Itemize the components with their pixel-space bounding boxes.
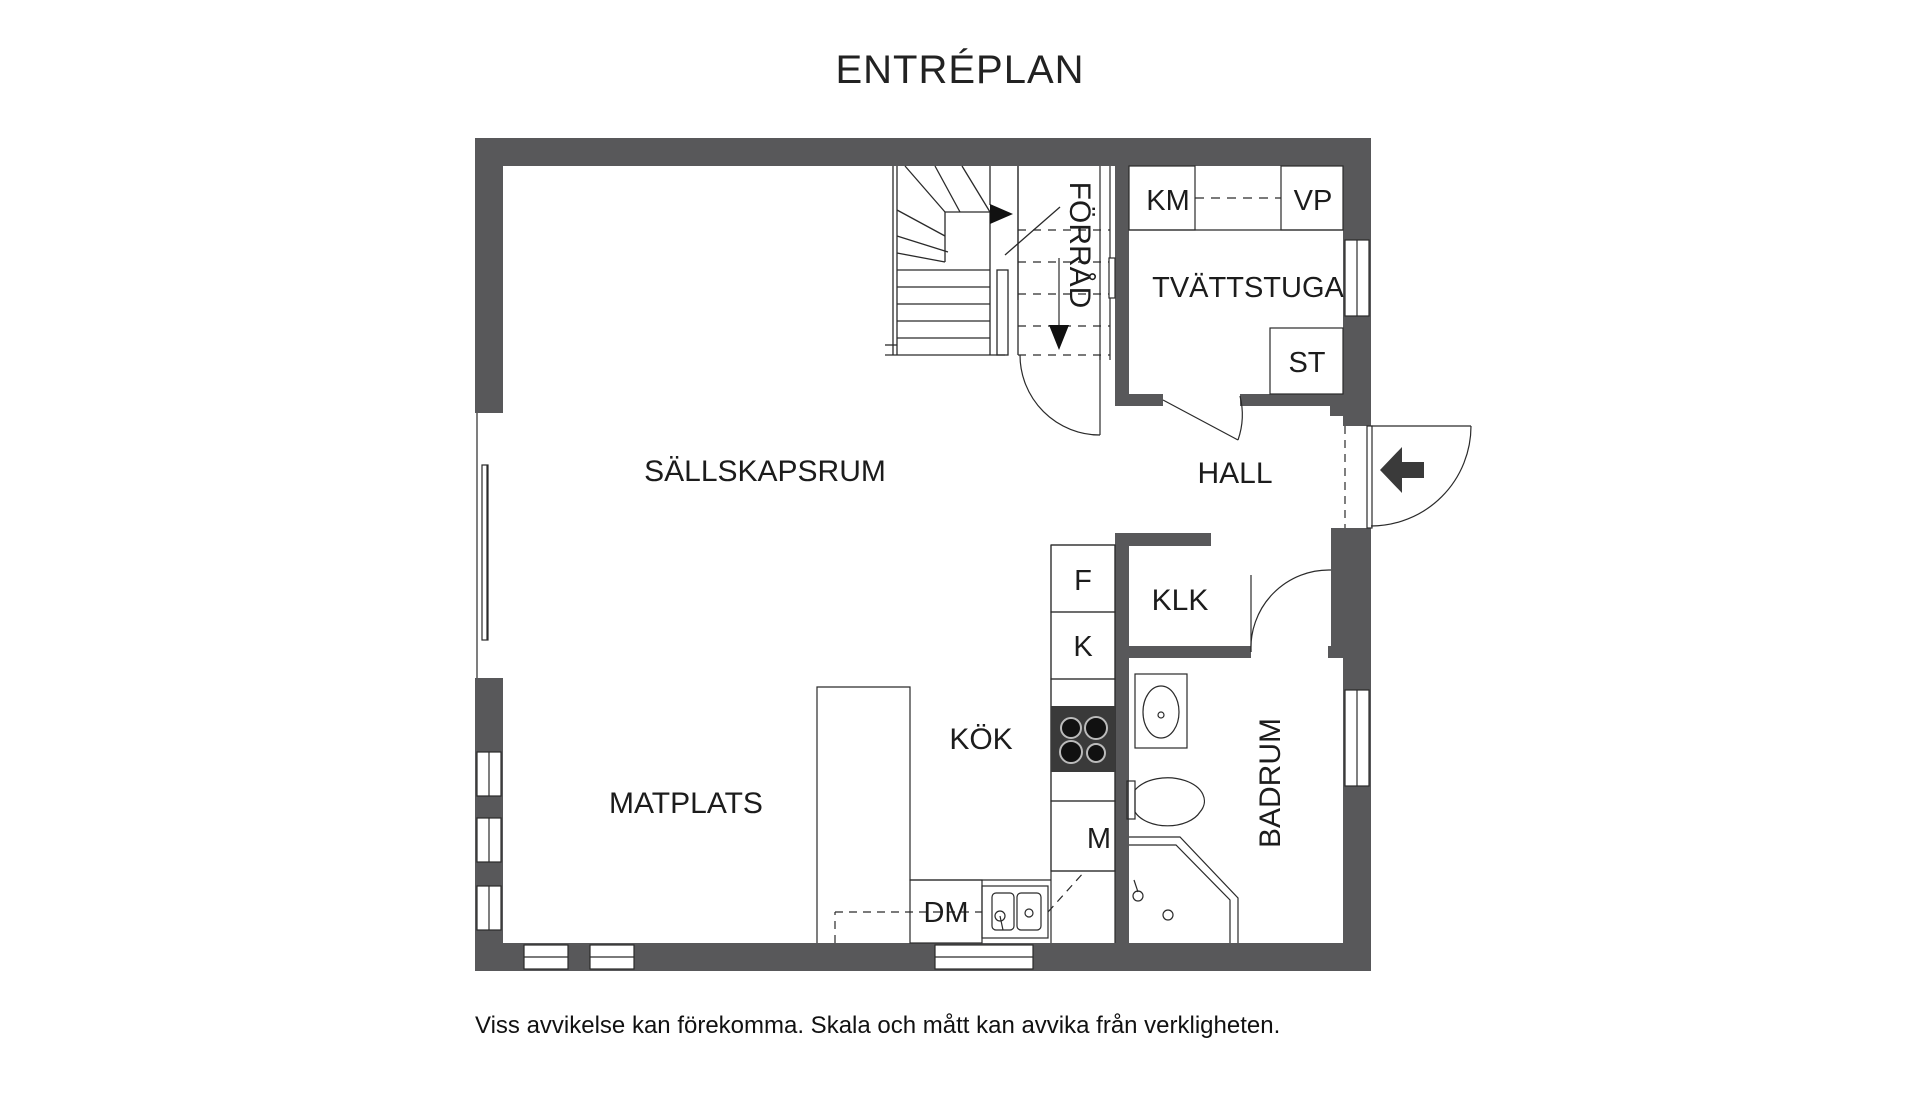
f-label: F: [1074, 565, 1092, 597]
bath-door: [1250, 569, 1332, 653]
forrad-label: FÖRRÅD: [1063, 182, 1096, 309]
wall-laundry-left: [1115, 166, 1129, 406]
wall-klk-left: [1115, 533, 1129, 943]
sallskapsrum-label: SÄLLSKAPSRUM: [644, 455, 886, 488]
bathroom-fixtures: [1126, 673, 1239, 943]
wall-klk-top: [1115, 533, 1211, 546]
st-label: ST: [1288, 347, 1325, 379]
matplats-label: MATPLATS: [609, 787, 763, 820]
disclaimer-text: Viss avvikelse kan förekomma. Skala och …: [475, 1012, 1281, 1039]
entrance-arrow-icon: [1380, 447, 1424, 493]
km-label: KM: [1146, 185, 1190, 217]
vp-label: VP: [1294, 185, 1333, 217]
stair-arrow-down-icon: [1049, 325, 1069, 350]
wall-klk-bottom: [1115, 646, 1251, 658]
cabinet-st: [1269, 327, 1344, 395]
outer-wall-left-upper: [475, 138, 503, 413]
toilet: [1134, 777, 1205, 827]
entrance-door: [1344, 425, 1472, 529]
shower: [1129, 836, 1239, 943]
washbasin: [1134, 673, 1188, 749]
dm-label: DM: [923, 897, 968, 929]
kok-label: KÖK: [949, 723, 1012, 756]
floor-plan-title: ENTRÉPLAN: [835, 48, 1085, 92]
storage-forrad: [1017, 166, 1116, 436]
laundry-fixtures: [1128, 165, 1344, 441]
k-label: K: [1073, 631, 1093, 663]
windows: [476, 239, 1370, 970]
outer-wall-top: [475, 138, 1371, 166]
m-label: M: [1087, 823, 1111, 855]
stair-arrow-icon: [990, 204, 1013, 224]
stove-icon: [1051, 706, 1115, 772]
wall-laundry-stub: [1330, 394, 1344, 416]
sliding-door-left: [476, 413, 489, 678]
hall-label: HALL: [1197, 457, 1272, 490]
tvattstuga-label: TVÄTTSTUGA: [1152, 272, 1344, 304]
wall-hall-right-stub: [1331, 528, 1343, 658]
badrum-label: BADRUM: [1254, 718, 1287, 848]
wall-laundry-bottom-b: [1240, 394, 1343, 406]
wall-laundry-bottom-a: [1115, 394, 1163, 406]
walls: [475, 138, 1371, 971]
staircase: [885, 165, 1061, 356]
klk-label: KLK: [1152, 584, 1209, 617]
